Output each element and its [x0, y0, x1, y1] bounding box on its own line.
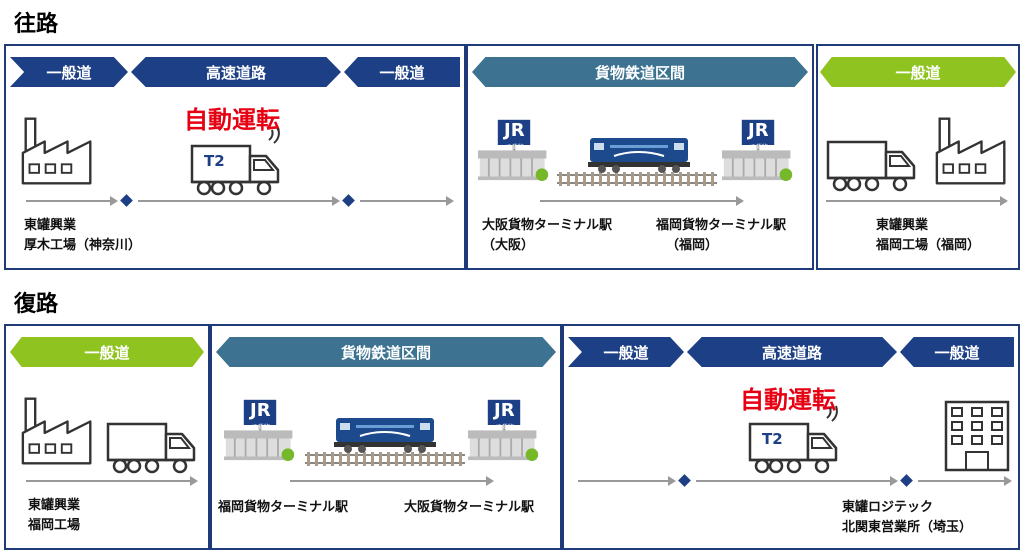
- outbound-rail-to-region: （福岡）: [666, 238, 719, 253]
- jr-logo: JR: [748, 120, 769, 141]
- return-chevron-local-road-1: 一般道: [10, 337, 204, 367]
- jr-logo: JR: [250, 400, 271, 421]
- delivery-truck-icon: [826, 138, 918, 194]
- jr-logo-sub: JR貨物: [506, 144, 524, 151]
- outbound-title: 往路: [14, 12, 59, 37]
- outbound-route-line-3: [360, 196, 454, 206]
- office-building-icon: [942, 400, 1012, 472]
- return-route-line-2: [696, 476, 898, 486]
- autonomous-truck-icon: [748, 420, 840, 476]
- wireless-signal-icon: [266, 126, 286, 148]
- outbound-rail-to-name: 福岡貨物ターミナル駅: [656, 218, 787, 233]
- outbound-dest-name: 東罐興業: [876, 218, 929, 233]
- return-rail-line: [290, 476, 494, 486]
- wireless-signal-icon: [824, 404, 844, 426]
- outbound-rail-from-name: 大阪貨物ターミナル駅: [482, 218, 613, 233]
- outbound-rail-line: [540, 196, 744, 206]
- outbound-chevron-local-road-3: 一般道: [820, 57, 1016, 87]
- locomotive-icon: [330, 414, 440, 454]
- return-title: 復路: [14, 292, 59, 317]
- truck-logo-badge: T2: [204, 152, 225, 170]
- return-chevron-expressway: 高速道路: [687, 337, 897, 367]
- outbound-chevron-rail-section: 貨物鉄道区間: [472, 57, 808, 87]
- delivery-truck-icon: [106, 420, 198, 476]
- return-origin-line: [26, 476, 198, 486]
- outbound-chevron-local-road-1: 一般道: [10, 57, 128, 87]
- return-chevron-local-road-3: 一般道: [900, 337, 1014, 367]
- locomotive-icon: [584, 134, 694, 174]
- origin-factory-icon: [20, 116, 96, 186]
- return-rail-from-name: 福岡貨物ターミナル駅: [218, 500, 349, 515]
- rail-track-icon: [304, 452, 466, 466]
- outbound-dest-location: 福岡工場（福岡）: [876, 238, 981, 253]
- return-route-line-3: [918, 476, 1012, 486]
- jr-logo: JR: [504, 120, 525, 141]
- jr-logo-sub: JR貨物: [750, 144, 768, 151]
- origin-factory-icon: [20, 396, 96, 466]
- return-autonomous-label: 自動運転: [740, 386, 836, 414]
- outbound-route-line-2: [138, 196, 340, 206]
- outbound-origin-location: 厚木工場（神奈川）: [24, 238, 142, 253]
- truck-logo-badge: T2: [762, 430, 783, 448]
- outbound-chevron-local-road-2: 一般道: [344, 57, 460, 87]
- return-chevron-rail-section: 貨物鉄道区間: [216, 337, 556, 367]
- return-chevron-local-road-2: 一般道: [568, 337, 684, 367]
- jr-logo-sub: JR貨物: [252, 424, 270, 431]
- outbound-dest-line: [826, 196, 1008, 206]
- outbound-rail-from-region: （大阪）: [482, 238, 535, 253]
- jr-logo-sub: JR貨物: [496, 424, 514, 431]
- autonomous-truck-icon: [190, 142, 282, 198]
- return-dest-name: 東罐ロジテック: [842, 500, 934, 515]
- destination-factory-icon: [934, 116, 1010, 186]
- return-origin-name: 東罐興業: [28, 498, 81, 513]
- jr-logo: JR: [494, 400, 515, 421]
- return-rail-to-name: 大阪貨物ターミナル駅: [404, 500, 535, 515]
- rail-track-icon: [556, 172, 718, 186]
- outbound-route-line-1: [26, 196, 118, 206]
- outbound-autonomous-label: 自動運転: [184, 106, 280, 134]
- outbound-origin-name: 東罐興業: [24, 218, 77, 233]
- outbound-chevron-expressway: 高速道路: [131, 57, 341, 87]
- return-origin-location: 福岡工場: [28, 518, 81, 533]
- return-dest-location: 北関東営業所（埼玉）: [842, 520, 973, 535]
- return-route-line-1: [578, 476, 676, 486]
